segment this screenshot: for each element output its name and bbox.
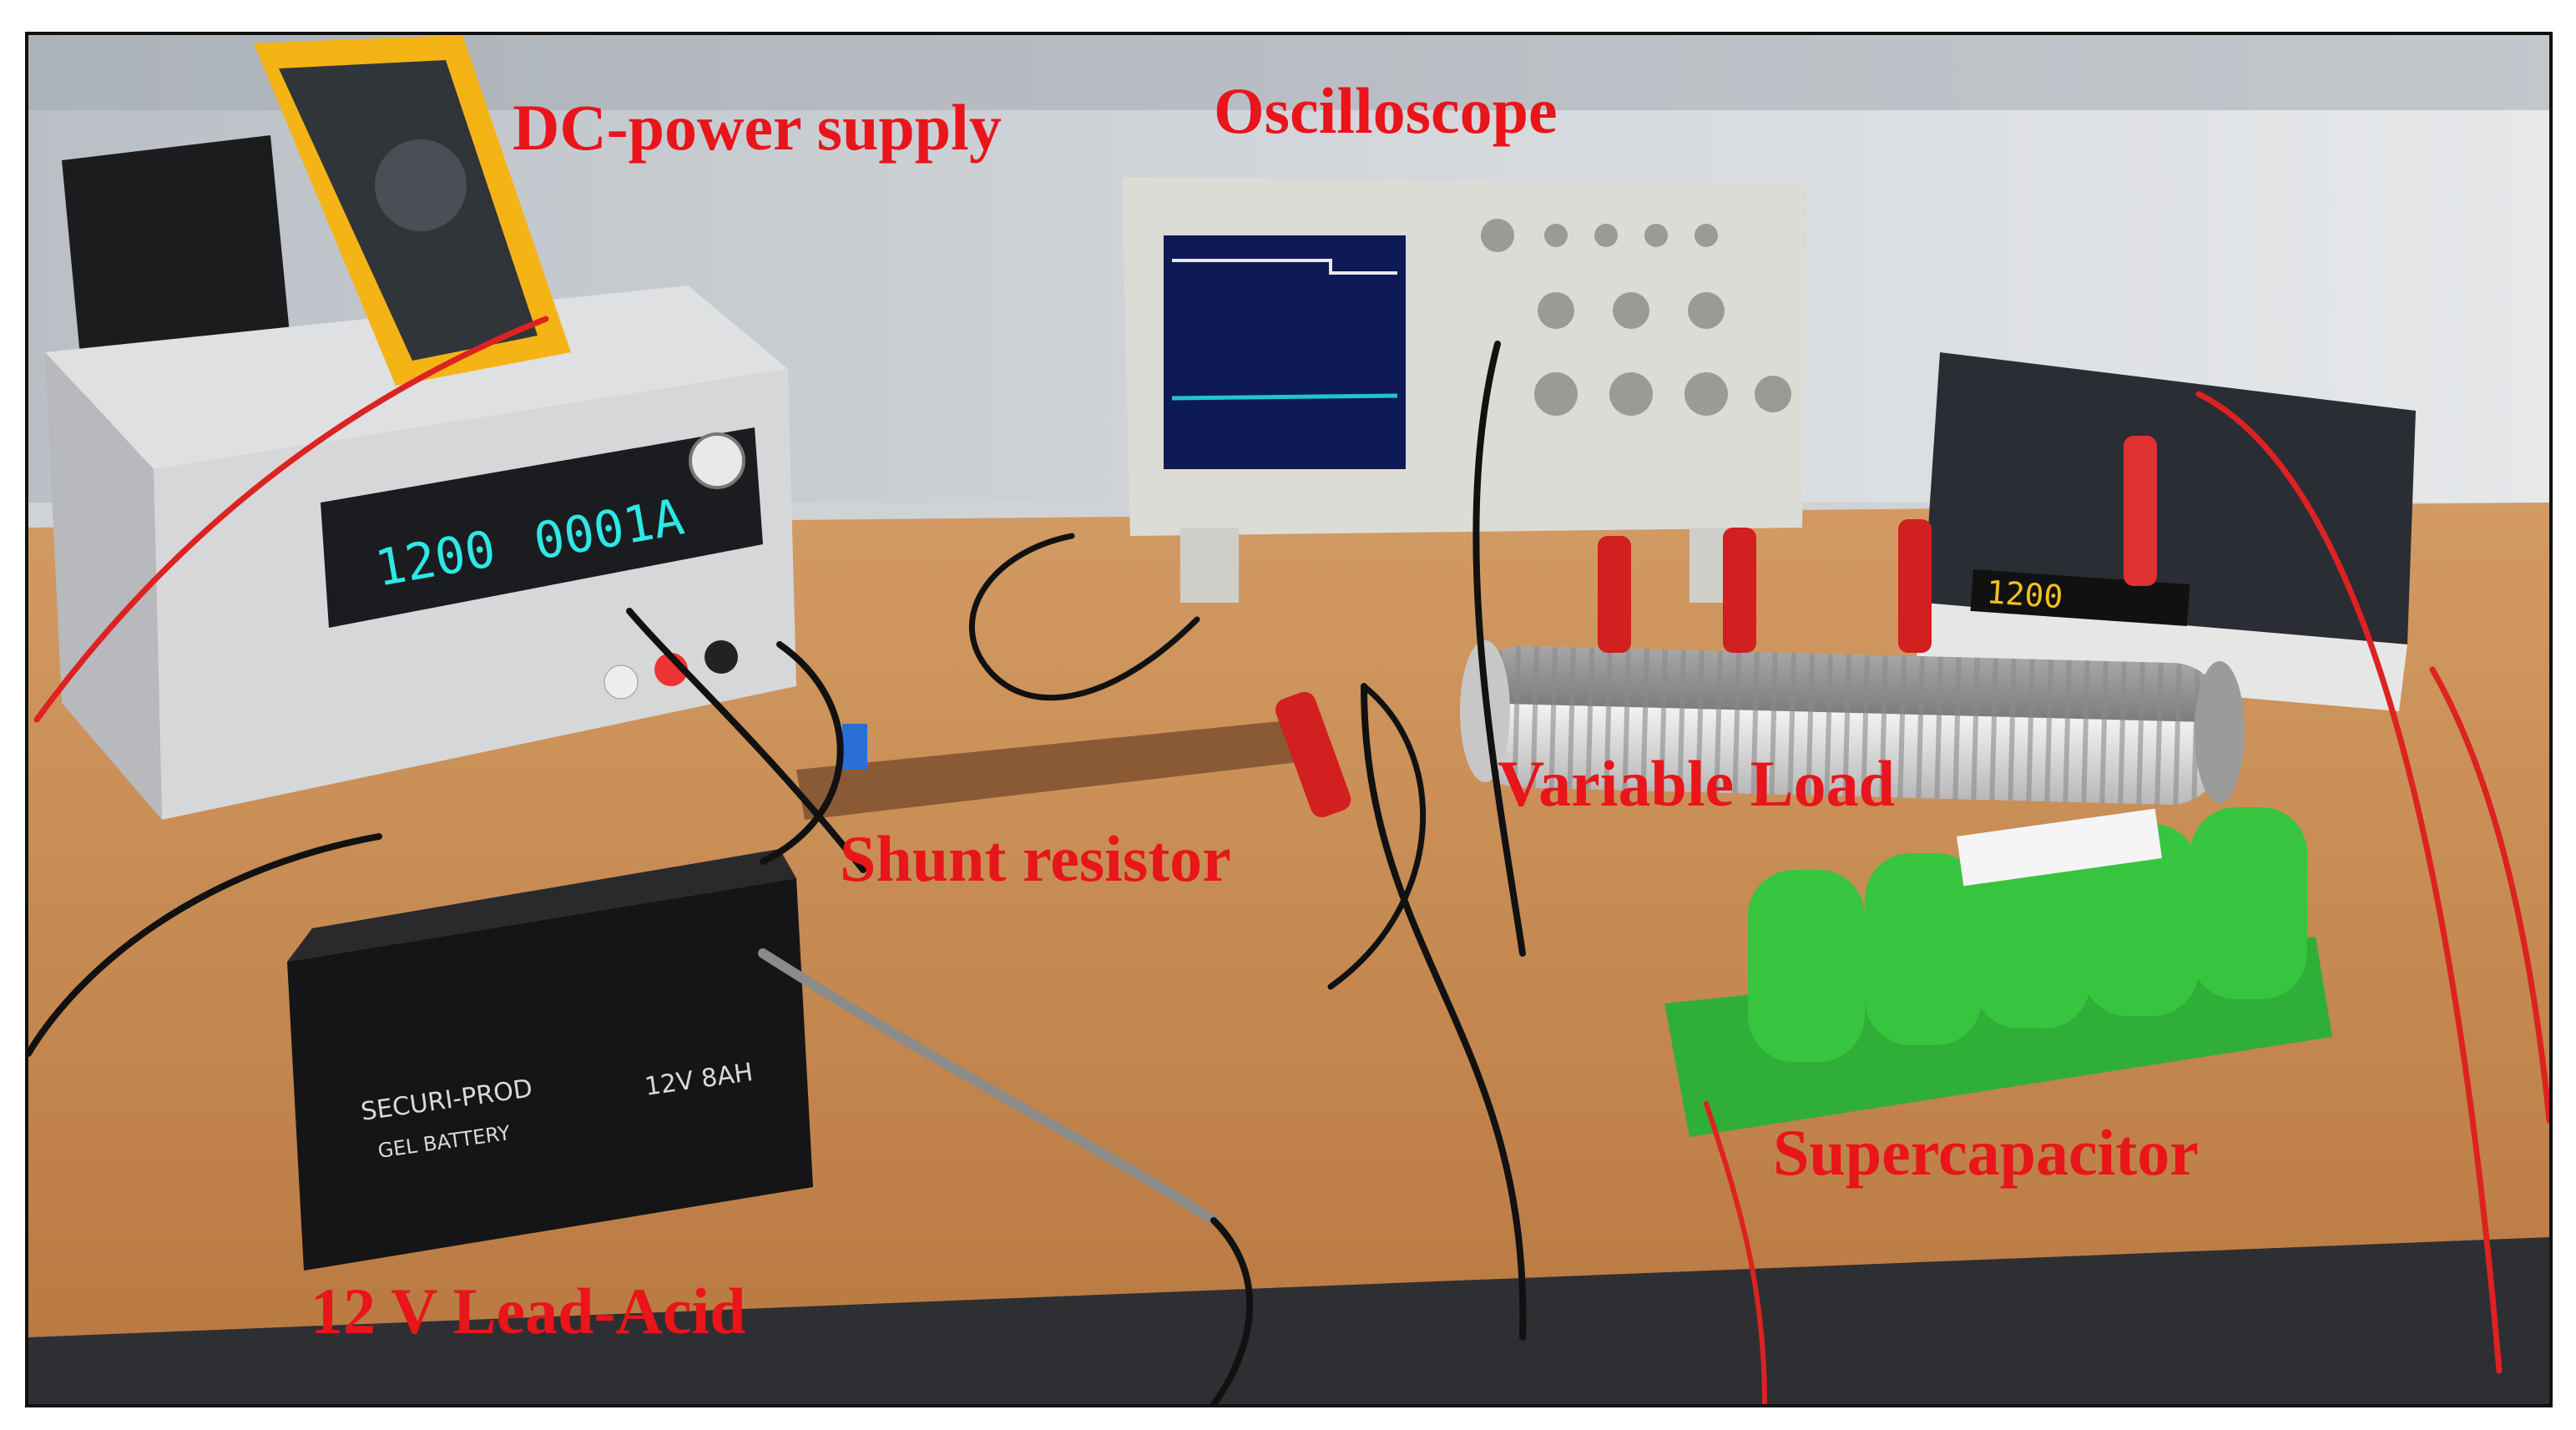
lead-acid-battery: SECURI-PROD 12V 8AH GEL BATTERY	[287, 849, 813, 1271]
electronic-load: 1200	[1915, 352, 2416, 711]
supercapacitor-module	[1664, 807, 2332, 1137]
lab-setup-photo: 1200 0001A	[28, 35, 2549, 1404]
label-variable-load: Variable Load	[1498, 747, 1896, 820]
table-edge	[28, 1237, 2549, 1404]
oscilloscope-device	[1122, 177, 1806, 603]
label-lead-acid: 12 V Lead-Acid	[311, 1275, 746, 1347]
label-oscilloscope: Oscilloscope	[1214, 74, 1558, 147]
psu-knob	[689, 432, 745, 489]
clips	[1275, 436, 2157, 818]
cables	[28, 316, 2549, 1404]
variable-load-coil	[1460, 640, 2245, 805]
label-dc-power-supply: DC-power supply	[513, 91, 1002, 164]
load-display-readout: 1200	[1985, 574, 2063, 615]
photo-frame: 1200 0001A	[25, 32, 2553, 1407]
label-shunt-resistor: Shunt resistor	[840, 822, 1231, 895]
dc-power-supply: 1200 0001A	[45, 285, 796, 820]
label-supercapacitor: Supercapacitor	[1773, 1116, 2199, 1189]
multimeter	[254, 35, 571, 386]
shunt-resistor-bar	[796, 720, 1306, 820]
scope-screen	[1164, 235, 1406, 469]
